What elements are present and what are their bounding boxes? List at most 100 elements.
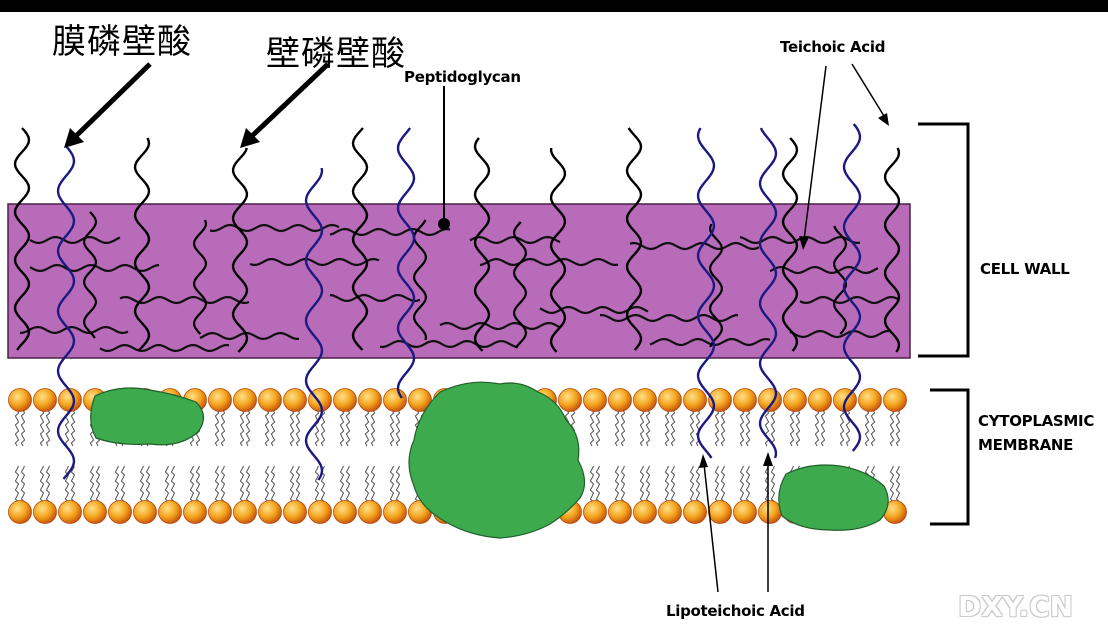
wall-teichoic-acid-strand: [192, 219, 208, 335]
lipid-tail: [239, 465, 245, 503]
phospholipid-head: [83, 500, 107, 524]
lipid-tail: [314, 409, 320, 447]
phospholipid-head: [333, 388, 357, 412]
lipid-tail: [45, 465, 51, 503]
lipid-tail: [89, 465, 95, 503]
lipid-tail: [770, 409, 776, 447]
peptidoglycan-strand: [769, 265, 879, 275]
wall-teichoic-acid-strand: [625, 127, 643, 351]
lipid-tail: [895, 465, 901, 503]
lipoteichoic-acid-strand: [842, 123, 862, 452]
lipid-tail: [639, 465, 645, 503]
membrane-protein-right: [778, 464, 889, 531]
lipid-tail: [345, 465, 351, 503]
lipid-tail: [214, 409, 220, 447]
phospholipid-head: [758, 388, 782, 412]
label-teichoic-acid: Teichoic Acid: [780, 38, 886, 56]
lipid-tail: [745, 409, 751, 447]
lipid-tail: [589, 465, 595, 503]
peptidoglycan-strand: [329, 293, 421, 303]
peptidoglycan-strand: [329, 227, 451, 237]
lipid-tail: [170, 465, 176, 503]
lipid-tail: [820, 409, 826, 447]
lipid-tail: [795, 409, 801, 447]
peptidoglycan-strand: [99, 343, 230, 353]
phospholipid-head: [733, 500, 757, 524]
lipid-tail: [620, 465, 626, 503]
lipoteichoic-acid-strands: [56, 123, 862, 481]
peptidoglycan-strand: [789, 329, 890, 339]
phospholipid-head: [583, 388, 607, 412]
lipid-tail: [389, 465, 395, 503]
peptidoglycan-strand: [249, 257, 380, 267]
lipid-tail: [664, 409, 670, 447]
phospholipid-head: [8, 500, 32, 524]
lipid-tail: [689, 409, 695, 447]
lipid-tail: [889, 409, 895, 447]
lipid-tail: [264, 409, 270, 447]
lipid-tail: [339, 409, 345, 447]
lipid-tail: [45, 409, 51, 447]
phospholipid-head: [258, 500, 282, 524]
lipid-tail: [14, 465, 20, 503]
phospholipid-head: [33, 388, 57, 412]
lipoteichoic-acid-strand: [758, 127, 778, 459]
lipid-tail: [839, 409, 845, 447]
lipid-tail: [245, 465, 251, 503]
lipid-tail: [720, 409, 726, 447]
phospholipid-head: [408, 388, 432, 412]
peptidoglycan-dot: [438, 218, 450, 230]
peptidoglycan-strand: [379, 339, 519, 349]
lipid-tail: [64, 465, 70, 503]
phospholipid-head: [633, 500, 657, 524]
phospholipid-head: [383, 500, 407, 524]
lipid-tail: [870, 409, 876, 447]
phospholipid-head: [808, 388, 832, 412]
lipid-tail: [364, 465, 370, 503]
phospholipid-head: [608, 388, 632, 412]
phospholipid-head: [233, 388, 257, 412]
wall-teichoic-acid-strand: [351, 127, 369, 351]
lipid-tail: [614, 465, 620, 503]
lipid-tail: [270, 465, 276, 503]
lipid-tail: [245, 409, 251, 447]
peptidoglycan-strand: [600, 313, 739, 323]
phospholipid-head: [158, 500, 182, 524]
peptidoglycan-strand: [29, 235, 121, 245]
lipid-tail: [670, 465, 676, 503]
lipid-tail: [314, 465, 320, 503]
phospholipid-head: [308, 500, 332, 524]
lipid-tail: [70, 465, 76, 503]
lipid-tail: [295, 409, 301, 447]
phospholipid-head: [683, 388, 707, 412]
wall-teichoic-acid-strand: [231, 147, 249, 353]
lipid-tail: [739, 409, 745, 447]
membrane-bracket: [930, 388, 970, 526]
lipid-tail: [289, 409, 295, 447]
phospholipid-head: [583, 500, 607, 524]
phospholipid-head: [358, 500, 382, 524]
lipid-tail: [664, 465, 670, 503]
peptidoglycan-strand: [629, 241, 760, 251]
teichoic-arrowhead-2: [878, 113, 889, 126]
wall-teichoic-acid-strand: [708, 223, 724, 348]
phospholipid-head: [283, 500, 307, 524]
lipid-tail: [195, 465, 201, 503]
lipid-tail: [39, 465, 45, 503]
top-bar: [0, 0, 1108, 12]
phospholipid-head: [8, 388, 32, 412]
lipoteichoic-arrowhead-1: [699, 454, 708, 468]
lipid-tail: [395, 465, 401, 503]
lipid-tail: [114, 465, 120, 503]
lipid-tail: [895, 409, 901, 447]
lipid-tail: [389, 409, 395, 447]
lipid-tail: [120, 465, 126, 503]
wall-teichoic-acid-strand: [883, 147, 901, 353]
lipid-tail: [70, 409, 76, 447]
lipid-tail: [395, 409, 401, 447]
lipid-tail: [689, 465, 695, 503]
phospholipid-head: [208, 388, 232, 412]
phospholipid-head: [608, 500, 632, 524]
lipid-tail: [339, 465, 345, 503]
